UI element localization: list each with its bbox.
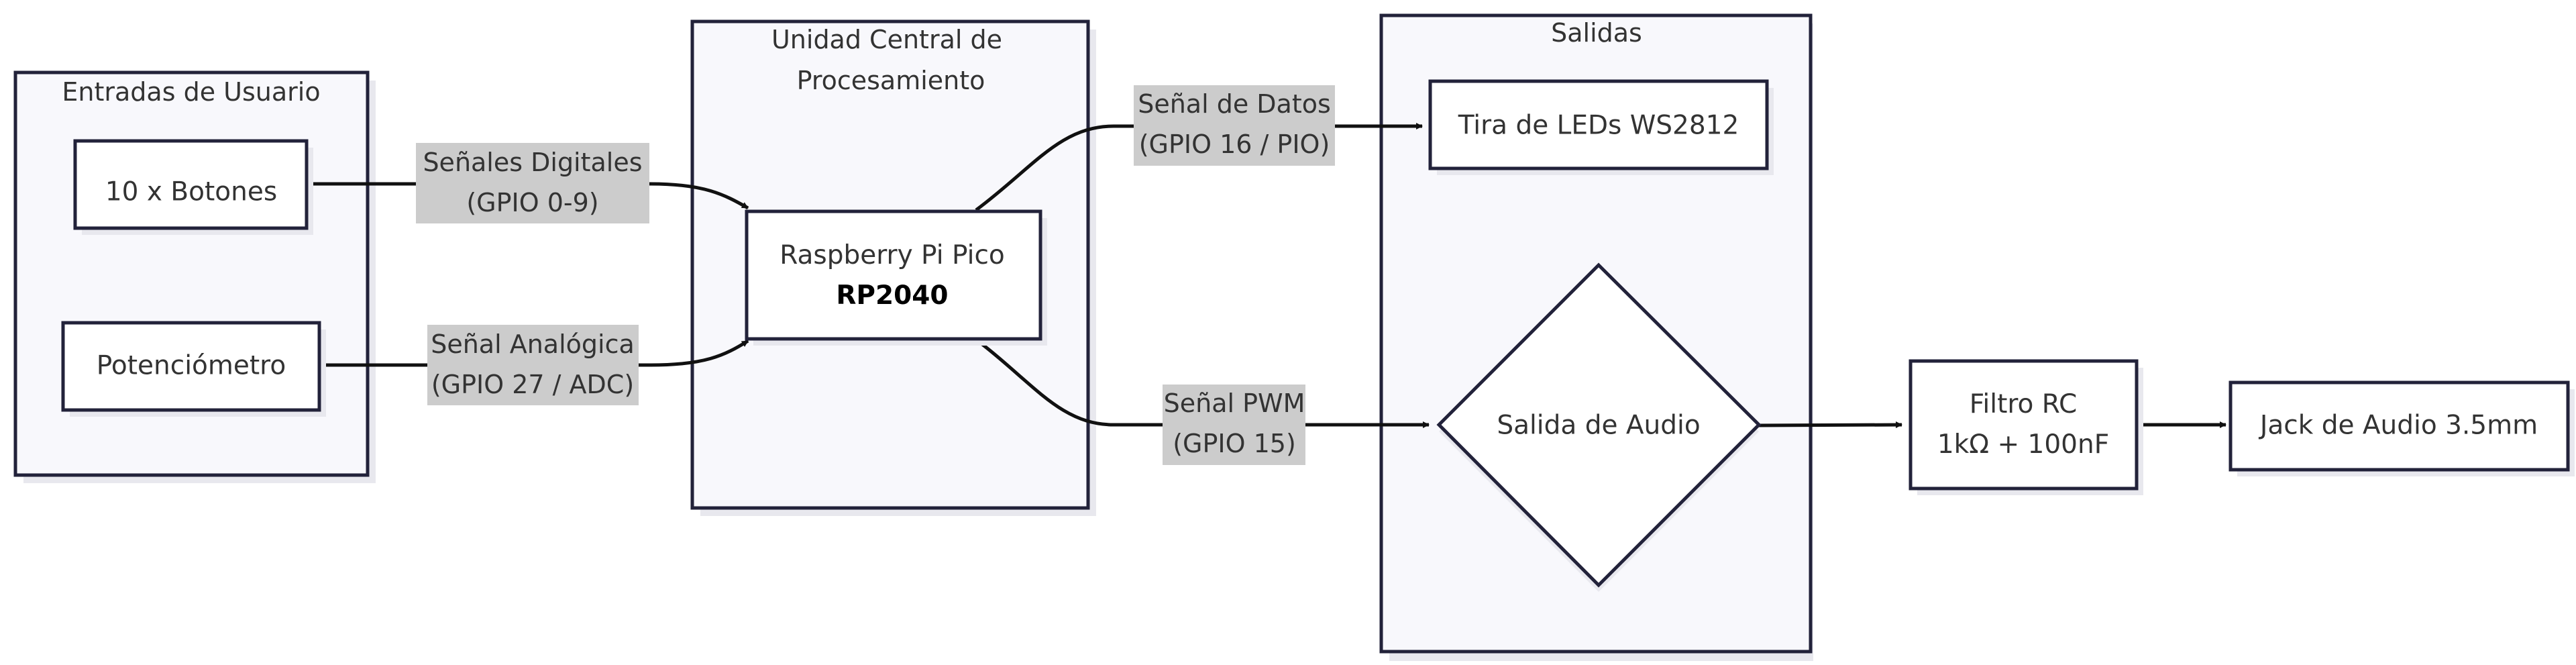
node-raspberry-pi-pico: Raspberry Pi Pico RP2040 [745,209,1047,346]
edge-label-digital-line2: (GPIO 0-9) [466,188,598,217]
node-pico-line2: RP2040 [836,280,948,311]
node-audio-jack-label: Jack de Audio 3.5mm [2258,411,2538,441]
edge-pico-to-audio [975,338,1430,428]
edge-label-analog-line2: (GPIO 27 / ADC) [431,370,634,399]
cluster-user-inputs-title: Entradas de Usuario [62,77,320,107]
node-audio-output-label: Salida de Audio [1497,411,1700,441]
edge-buttons-to-pico [308,182,749,210]
edges [308,123,2226,429]
cluster-cpu-title-line1: Unidad Central de [771,25,1002,54]
edge-potentiometer-to-pico [320,339,749,367]
edge-label-pwm-line2: (GPIO 15) [1173,429,1296,458]
node-rc-filter-line1: Filtro RC [1970,389,2077,419]
node-led-strip: Tira de LEDs WS2812 [1428,79,1774,175]
node-audio-output: Salida de Audio [1436,262,1762,592]
edge-label-analog: Señal Analógica (GPIO 27 / ADC) [427,325,639,405]
edge-label-pwm-line1: Señal PWM [1164,389,1305,418]
node-potentiometer-label: Potenciómetro [97,351,286,381]
node-audio-jack: Jack de Audio 3.5mm [2229,380,2575,476]
node-potentiometer: Potenciómetro [61,321,326,417]
edge-label-digital-line1: Señales Digitales [423,148,642,177]
edge-label-pwm: Señal PWM (GPIO 15) [1163,385,1305,465]
edge-pico-to-leds [975,123,1423,212]
cluster-outputs-title: Salidas [1551,18,1642,48]
node-led-strip-label: Tira de LEDs WS2812 [1458,111,1739,141]
edge-label-analog-line1: Señal Analógica [431,329,635,359]
edge-label-data: Señal de Datos (GPIO 16 / PIO) [1134,85,1335,166]
edge-label-digital: Señales Digitales (GPIO 0-9) [416,143,649,223]
cluster-user-inputs: Entradas de Usuario [13,70,376,483]
node-rc-filter-line2: 1kΩ + 100nF [1937,429,2109,460]
node-buttons-label: 10 x Botones [105,177,277,207]
edge-label-data-line2: (GPIO 16 / PIO) [1139,130,1330,159]
node-buttons: 10 x Botones [73,139,313,235]
edge-label-data-line1: Señal de Datos [1138,89,1331,119]
node-rc-filter: Filtro RC 1kΩ + 100nF [1909,359,2143,495]
node-pico-line1: Raspberry Pi Pico [780,240,1005,270]
cluster-cpu-title-line2: Procesamiento [797,66,985,95]
